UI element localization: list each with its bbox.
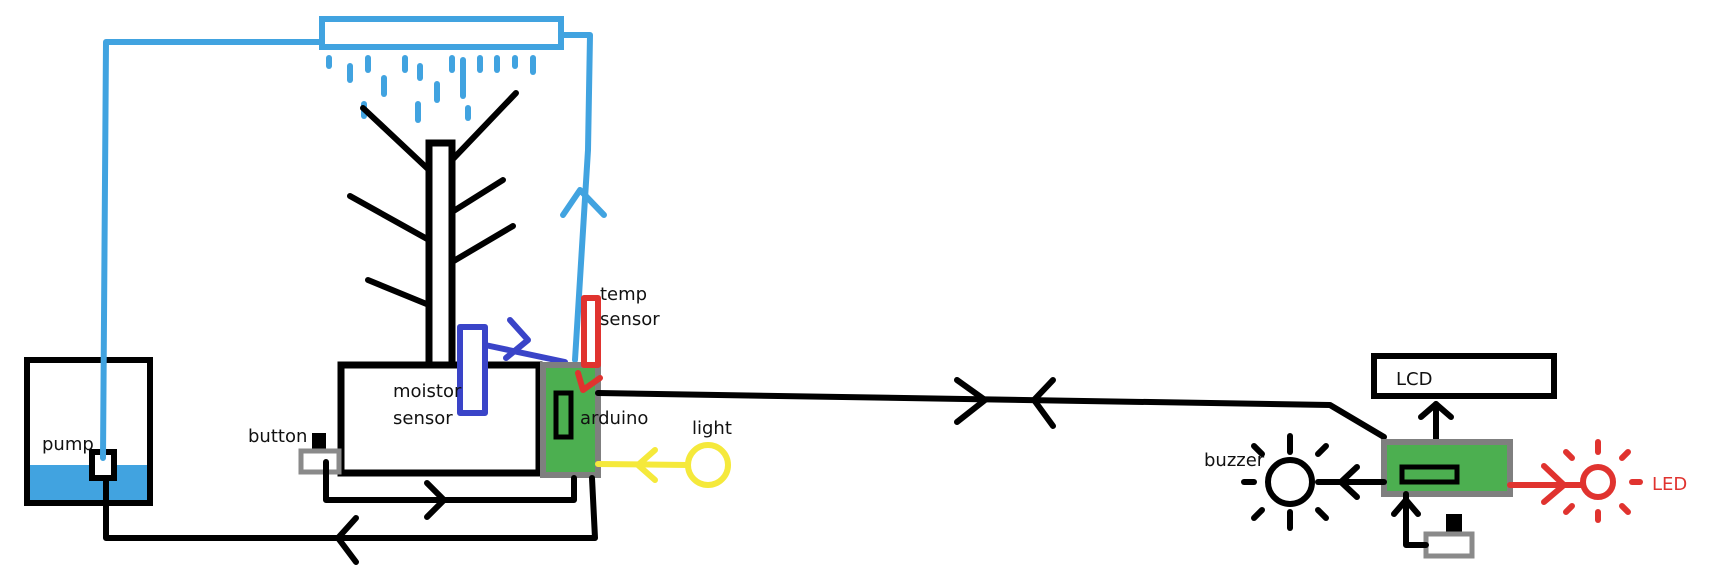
remote-board bbox=[1381, 439, 1513, 497]
arduino-board bbox=[540, 362, 601, 478]
light-label: light bbox=[692, 418, 732, 439]
wire-board-to-lcd bbox=[1418, 401, 1454, 443]
moisture-sensor-label-line2: sensor bbox=[393, 408, 453, 429]
wire-button-to-arduino bbox=[323, 459, 577, 520]
button-left bbox=[298, 433, 342, 475]
sprinkler-bar-icon bbox=[319, 16, 564, 123]
temp-sensor-label-line2: sensor bbox=[600, 309, 660, 330]
water-drops bbox=[326, 55, 536, 123]
moisture-sensor bbox=[457, 317, 568, 416]
tank-outline bbox=[24, 357, 153, 506]
tank-water bbox=[27, 465, 150, 503]
button-label: button bbox=[248, 426, 307, 447]
wire-wireless-link bbox=[595, 377, 1387, 440]
button-right bbox=[1423, 514, 1475, 559]
temp-sensor bbox=[575, 295, 603, 393]
buzzer-label: buzzer bbox=[1204, 450, 1265, 471]
wire-board-to-buzzer bbox=[1315, 464, 1387, 500]
water-pipe bbox=[100, 32, 607, 461]
moisture-sensor-label-line1: moistor bbox=[393, 381, 462, 402]
wire-arduino-to-pump bbox=[103, 475, 598, 565]
temp-sensor-label-line1: temp bbox=[600, 284, 647, 305]
water-tank bbox=[24, 357, 153, 506]
lcd-label: LCD bbox=[1396, 369, 1432, 390]
plant-pot bbox=[337, 361, 543, 477]
led-label: LED bbox=[1652, 474, 1687, 495]
plant-icon bbox=[347, 90, 519, 369]
wire-button-to-board bbox=[1391, 491, 1429, 548]
light-sensor-icon bbox=[595, 442, 731, 488]
lcd-display bbox=[1371, 353, 1557, 399]
led-icon bbox=[1507, 439, 1643, 523]
buzzer-icon bbox=[1241, 433, 1329, 531]
arduino-label: arduino bbox=[580, 408, 648, 429]
pump-label: pump bbox=[42, 434, 94, 455]
